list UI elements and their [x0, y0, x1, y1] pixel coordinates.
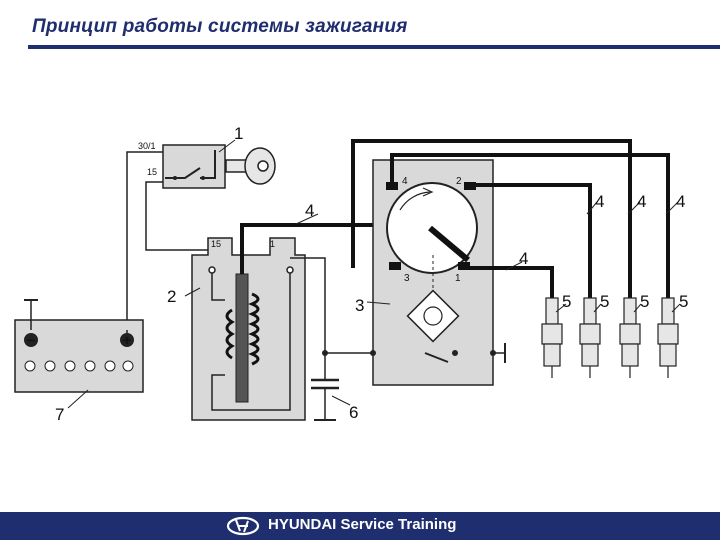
callout-5-plug-b: 5: [600, 292, 609, 311]
callout-1: 1: [234, 124, 243, 143]
capacitor: [311, 353, 339, 421]
distributor-contacts: [386, 182, 476, 270]
terminal-1-coil-label: 1: [270, 239, 275, 249]
callout-4-coil: 4: [305, 201, 314, 220]
wire-30: [126, 151, 163, 340]
battery: [14, 299, 144, 393]
battery-plus-label: +: [123, 332, 131, 348]
footer-branding: HYUNDAI Service Training: [268, 516, 456, 533]
footer-brand: HYUNDAI: [268, 516, 337, 533]
ignition-switch: [162, 144, 226, 189]
callout-2: 2: [167, 287, 176, 306]
terminal-30-label: 30/1: [138, 141, 156, 151]
key-icon: [225, 147, 276, 185]
footer-service-training: Service Training: [340, 516, 457, 533]
callout-5-plug-a: 5: [562, 292, 571, 311]
slide-title: Принцип работы системы зажигания: [32, 16, 408, 37]
callout-6: 6: [349, 403, 358, 422]
distributor: [370, 159, 506, 386]
battery-minus-label: −: [27, 332, 35, 348]
rotor-terminal-4-label: 4: [402, 176, 408, 187]
ignition-coil: [191, 237, 306, 421]
title-underline: [28, 45, 720, 49]
spark-plugs: [541, 297, 679, 378]
rotor-terminal-1-label: 1: [455, 273, 461, 284]
callout-4-lead-d: 4: [519, 249, 528, 268]
rotor-terminal-2-label: 2: [456, 176, 462, 187]
callout-5-plug-d: 5: [679, 292, 688, 311]
callout-4-lead-c: 4: [676, 192, 685, 211]
wire-terminal-1: [290, 257, 326, 353]
callout-4-lead-a: 4: [595, 192, 604, 211]
hyundai-logo-icon: [226, 516, 260, 536]
callout-3: 3: [355, 296, 364, 315]
callout-4-lead-b: 4: [637, 192, 646, 211]
leader-lines: [67, 139, 681, 409]
rotor-terminal-3-label: 3: [404, 273, 410, 284]
terminal-15-switch-label: 15: [147, 167, 157, 177]
footer-bar: HYUNDAI Service Training: [0, 512, 720, 540]
callout-7: 7: [55, 405, 64, 424]
terminal-15-coil-label: 15: [211, 239, 221, 249]
callout-5-plug-c: 5: [640, 292, 649, 311]
